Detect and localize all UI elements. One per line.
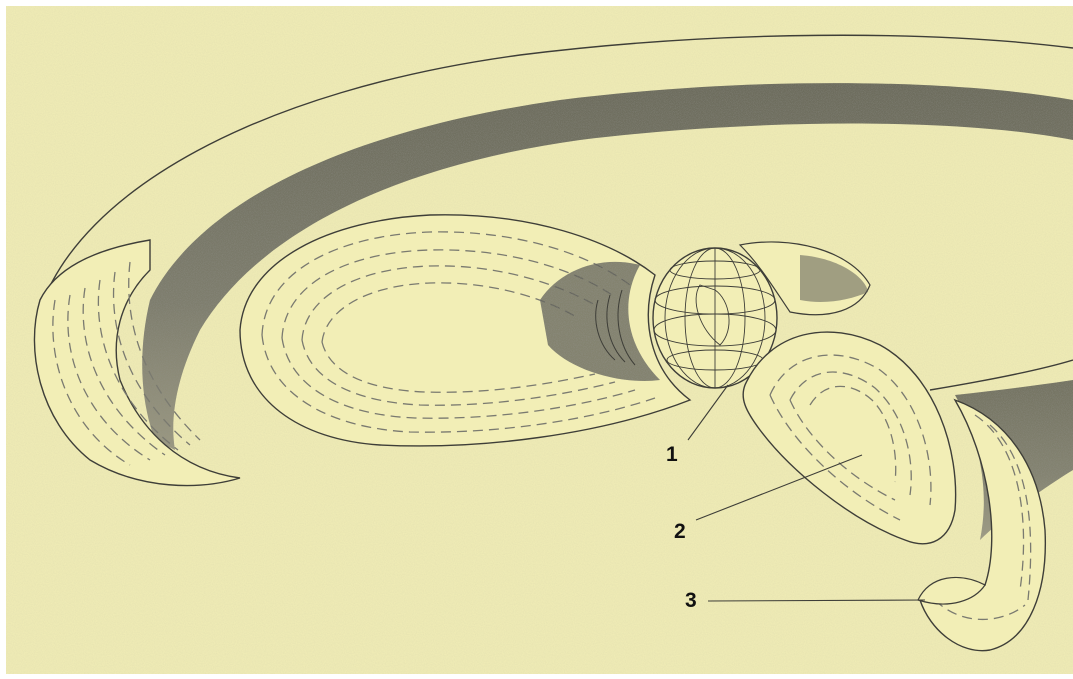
callout-label-1: 1 [666,444,678,465]
callout-label-3: 3 [685,590,697,611]
callout-label-2: 2 [674,521,686,542]
